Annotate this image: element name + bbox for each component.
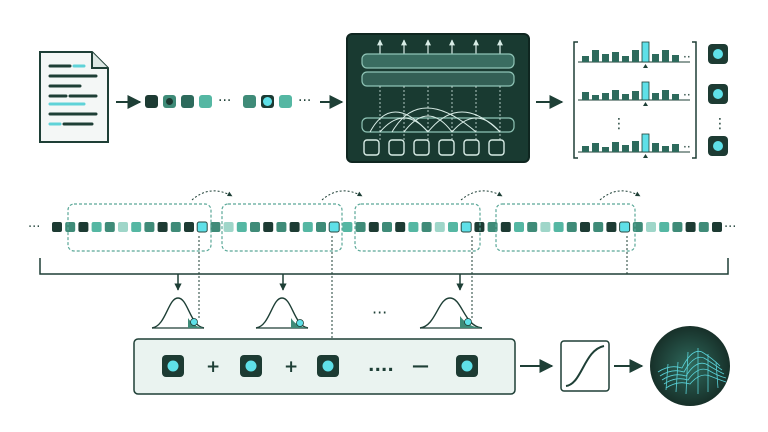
- target-token: [196, 221, 208, 233]
- curves-ellipsis: ···: [372, 303, 387, 322]
- sequence-token: [52, 222, 62, 232]
- sequence-token: [632, 222, 643, 232]
- sequence-bracket: [39, 258, 729, 275]
- sequence-token: [368, 222, 379, 232]
- sigmoid-curve-icon: [560, 340, 610, 392]
- svg-text:···: ···: [298, 93, 311, 109]
- plus-operator-1: +: [206, 357, 220, 377]
- sequence-token: [223, 222, 234, 232]
- sequence-token: [434, 222, 445, 232]
- sequence-token: [382, 222, 392, 232]
- sequence-ellipsis-left: ···: [28, 220, 40, 235]
- sequence-token: [118, 222, 128, 232]
- transformer-block-icon: [346, 33, 530, 163]
- sliding-windows: [67, 203, 636, 252]
- sequence-token: [236, 222, 247, 232]
- target-connectors: [198, 236, 628, 338]
- target-token: [619, 221, 631, 233]
- svg-text:··: ··: [683, 50, 691, 64]
- sum-terms: [162, 355, 478, 377]
- sequence-token: [263, 222, 274, 232]
- sequence-token: [712, 222, 722, 232]
- sequence-token: [144, 222, 155, 232]
- vertical-ellipsis-left: ⋮: [612, 116, 626, 132]
- sequence-token: [276, 222, 287, 232]
- sequence-token: [527, 222, 538, 232]
- sequence-token: [540, 222, 551, 232]
- output-distributions: [573, 41, 697, 159]
- sum-ellipsis: ....: [368, 356, 394, 376]
- sequence-token: [646, 222, 656, 232]
- sequence-token: [210, 222, 221, 232]
- sequence-token: [421, 222, 432, 232]
- sequence-token: [65, 222, 76, 232]
- gaussian-curve-2: [255, 297, 309, 329]
- token-sequence: ··· ···: [28, 220, 736, 235]
- sequence-token: [355, 222, 366, 232]
- svg-text:··: ··: [683, 88, 691, 102]
- input-token-row: ··· ···: [145, 93, 311, 109]
- gaussian-curve-1: [151, 297, 205, 329]
- sequence-token: [580, 222, 590, 232]
- sequence-token: [659, 222, 670, 232]
- distribution-row-3: ··: [578, 133, 691, 158]
- sequence-token: [289, 222, 300, 232]
- svg-text:⋮: ⋮: [713, 116, 727, 132]
- sequence-token: [302, 222, 313, 232]
- sequence-token: [250, 222, 260, 232]
- target-token: [460, 221, 472, 233]
- minus-operator: —: [412, 356, 429, 376]
- sequence-token: [514, 222, 524, 232]
- svg-text:···: ···: [218, 93, 231, 109]
- sequence-token: [342, 222, 353, 232]
- sequence-token: [157, 222, 168, 232]
- sequence-token: [487, 222, 498, 232]
- sequence-token: [104, 222, 115, 232]
- output-token-icon: ⋮: [708, 44, 728, 156]
- document-icon: [39, 51, 109, 143]
- sequence-token: [78, 222, 89, 232]
- window-shift-arrows: [191, 190, 641, 201]
- target-token: [328, 221, 340, 233]
- sequence-token: [131, 222, 142, 232]
- distribution-row-2: ··: [578, 81, 691, 106]
- sequence-token: [672, 222, 683, 232]
- sequence-token: [606, 222, 617, 232]
- sequence-token: [184, 222, 194, 232]
- sequence-token: [698, 222, 709, 232]
- sequence-ellipsis-right: ···: [724, 220, 736, 235]
- loss-surface-icon: [650, 326, 730, 406]
- sequence-token: [685, 222, 696, 232]
- likelihood-curves: ···: [151, 297, 483, 329]
- sequence-token: [500, 222, 511, 232]
- sequence-token: [553, 222, 564, 232]
- plus-operator-2: +: [284, 357, 298, 377]
- sequence-token: [91, 222, 102, 232]
- sequence-token: [395, 222, 406, 232]
- sequence-token: [408, 222, 419, 232]
- distribution-row-1: ··: [578, 41, 691, 68]
- sequence-token: [474, 222, 485, 232]
- bracket-down-arrows: [174, 274, 464, 291]
- sequence-token: [593, 222, 604, 232]
- gaussian-curve-3: [419, 297, 483, 329]
- sequence-token: [316, 222, 326, 232]
- svg-text:··: ··: [683, 140, 691, 154]
- sequence-token: [170, 222, 181, 232]
- sequence-token: [566, 222, 577, 232]
- sequence-token: [448, 222, 458, 232]
